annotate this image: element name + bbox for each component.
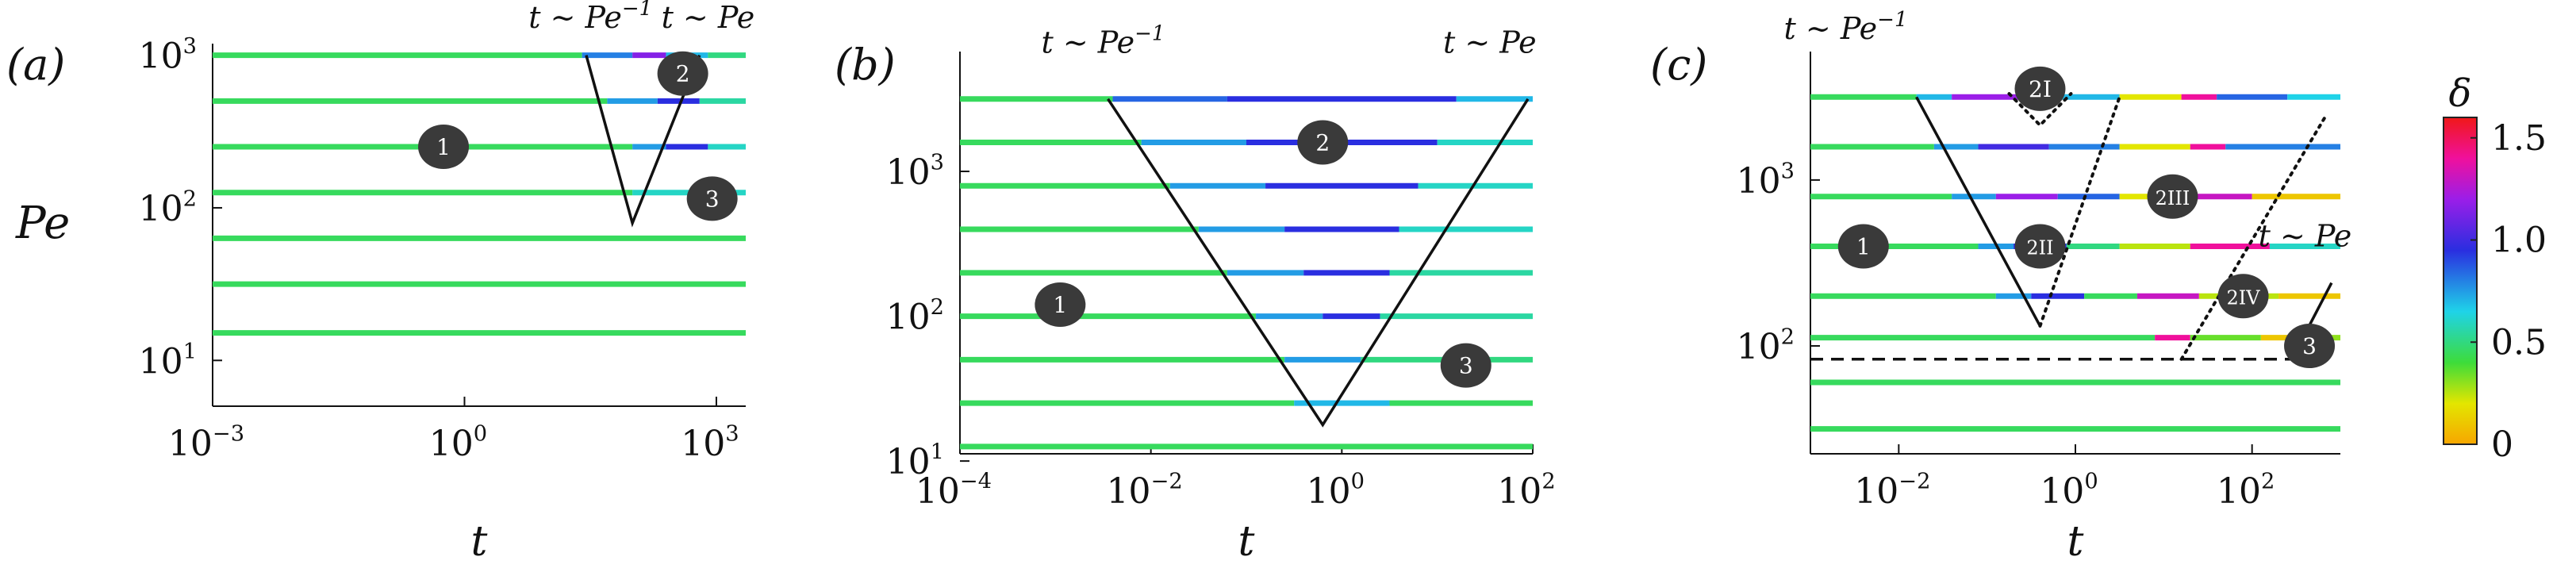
y-tick-label: 102	[886, 295, 944, 337]
colorbar-ramp	[2443, 117, 2478, 445]
regime-marker	[2014, 66, 2066, 111]
x-tick-label: 10−2	[1854, 470, 1930, 512]
colorbar: 0 0.5 1.0 1.5 δ	[2443, 71, 2547, 465]
regime-marker	[2217, 274, 2269, 319]
panel-label: (c)	[1650, 40, 1707, 90]
regime-marker	[1837, 224, 1889, 269]
regime-marker	[418, 125, 470, 170]
x-tick-label: 10−4	[916, 470, 992, 512]
y-tick-label: 102	[139, 186, 197, 228]
regime-marker-label: 2II	[2026, 237, 2053, 259]
panel-a: 10−3 100 103 101 102 103 t Pe (a) t ∼ Pe−1 t ∼ Pe 1…	[6, 0, 754, 566]
x-tick-label: 100	[429, 422, 487, 464]
panel-c: 10−2 100 102 102 103 t (c) t ∼ Pe−1 t ∼ Pe 1 2I 2II…	[1650, 8, 2351, 566]
x-axis-label: t	[1238, 518, 1255, 566]
x-tick-label: 102	[1497, 470, 1555, 512]
scaling-annotation: t ∼ Pe	[1443, 25, 1537, 60]
regime-marker-label: 2	[676, 61, 690, 87]
colorbar-tick-label: 0.5	[2491, 322, 2547, 363]
regime-marker-label: 2IV	[2226, 286, 2260, 309]
regime-marker	[1035, 282, 1086, 327]
colorbar-tick-label: 1.5	[2491, 118, 2547, 159]
x-axis-label: t	[471, 518, 488, 566]
y-tick-label: 102	[1737, 325, 1795, 367]
regime-line	[585, 54, 701, 228]
x-tick-label: 10−2	[1107, 470, 1183, 512]
panel-label: (a)	[6, 40, 65, 90]
regime-marker	[2014, 224, 2066, 269]
x-tick-label: 100	[2040, 470, 2098, 512]
colorbar-tick-label: 0	[2491, 424, 2513, 465]
y-tick-label: 101	[886, 440, 944, 482]
regime-marker-label: 2III	[2156, 187, 2190, 209]
regime-marker-label: 2I	[2029, 76, 2052, 102]
scaling-annotation: t ∼ Pe	[662, 0, 755, 35]
y-axis-label: Pe	[15, 198, 70, 249]
regime-marker	[657, 51, 708, 96]
regime-marker-label: 3	[705, 186, 720, 212]
regime-marker-label: 1	[1053, 292, 1067, 318]
regime-marker	[1297, 120, 1349, 165]
colorbar-tick-label: 1.0	[2491, 221, 2547, 261]
scaling-annotation: t ∼ Pe−1	[528, 0, 652, 35]
y-tick-label: 103	[1737, 159, 1795, 201]
x-tick-label: 10−3	[168, 422, 244, 464]
regime-marker	[1440, 343, 1491, 388]
y-tick-label: 103	[139, 34, 197, 76]
scaling-annotation: t ∼ Pe	[2259, 219, 2352, 254]
x-tick-label: 102	[2217, 470, 2275, 512]
regime-marker-label: 1	[1856, 234, 1871, 260]
regime-marker-label: 3	[1459, 353, 1473, 379]
regime-marker	[2147, 174, 2198, 219]
x-tick-label: 100	[1307, 470, 1365, 512]
y-tick-label: 103	[886, 151, 944, 193]
scaling-annotation: t ∼ Pe−1	[1042, 21, 1165, 60]
regime-marker-label: 3	[2302, 333, 2317, 359]
regime-line	[1107, 98, 1530, 428]
colorbar-label: δ	[2449, 71, 2472, 116]
regime-line	[2007, 92, 2073, 128]
regime-line	[2038, 95, 2121, 328]
x-tick-label: 103	[681, 422, 739, 464]
regime-marker	[2284, 324, 2336, 369]
regime-line	[2179, 112, 2329, 361]
y-tick-label: 101	[139, 340, 197, 382]
regime-marker	[686, 176, 738, 221]
regime-marker-label: 1	[436, 134, 451, 160]
scaling-annotation: t ∼ Pe−1	[1784, 8, 1908, 46]
regime-line	[1915, 96, 2042, 327]
regime-marker-label: 2	[1315, 130, 1330, 156]
panel-label: (b)	[835, 40, 896, 90]
panel-b: 10−4 10−2 100 102 101 102 103 t (b) t ∼ Pe−1 t ∼ P…	[835, 21, 1556, 566]
x-axis-label: t	[2067, 518, 2084, 566]
